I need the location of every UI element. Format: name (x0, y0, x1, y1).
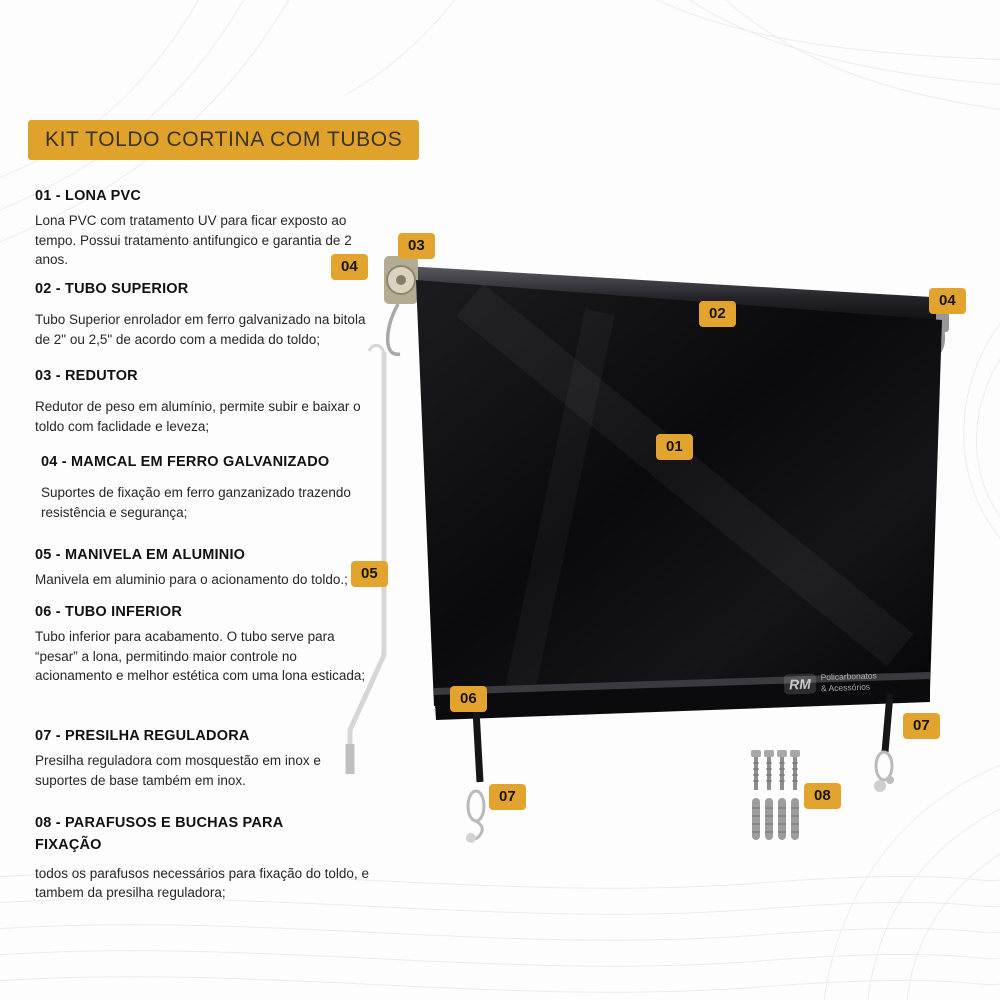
callout-badge-05: 05 (351, 561, 388, 587)
spec-01-lona-pvc: 01 - LONA PVC Lona PVC com tratamento UV… (35, 188, 380, 270)
spec-07-presilha: 07 - PRESILHA REGULADORA Presilha regula… (35, 728, 380, 790)
spec-05-body: Manivela em aluminio para o acionamento … (35, 572, 348, 587)
callout-badge-02: 02 (699, 301, 736, 327)
callout-badge-03: 03 (398, 233, 435, 259)
spec-06-heading: 06 - TUBO INFERIOR (35, 604, 182, 620)
roller-cap-reducer (384, 256, 418, 357)
brand-name: Policarbonatos & Acessórios (820, 670, 877, 693)
spec-02-tubo-superior: 02 - TUBO SUPERIOR Tubo Superior enrolad… (35, 281, 380, 349)
spec-04-heading: 04 - MAMCAL EM FERRO GALVANIZADO (41, 454, 330, 470)
spec-01-heading: 01 - LONA PVC (35, 188, 141, 204)
bottom-tube (434, 672, 930, 720)
spec-03-heading: 03 - REDUTOR (35, 368, 138, 384)
spec-05-heading: 05 - MANIVELA EM ALUMINIO (35, 547, 246, 563)
crank-rod (345, 343, 387, 774)
callout-badge-04-right: 04 (929, 288, 966, 314)
spec-08-heading: 08 - PARAFUSOS E BUCHAS PARA FIXAÇÃO (35, 815, 283, 853)
callout-badge-08: 08 (804, 783, 841, 809)
spec-02-body: Tubo Superior enrolador em ferro galvani… (35, 312, 366, 347)
spec-04-body: Suportes de fixação em ferro ganzanizado… (41, 485, 351, 520)
page-title: KIT TOLDO CORTINA COM TUBOS (28, 120, 420, 160)
pvc-tarp (416, 280, 942, 706)
spec-08-body: todos os parafusos necessários para fixa… (35, 865, 369, 901)
spec-07-heading: 07 - PRESILHA REGULADORA (35, 728, 250, 744)
right-presilha-hook (874, 693, 894, 792)
spec-06-tubo-inferior: 06 - TUBO INFERIOR Tubo inferior para ac… (35, 604, 380, 686)
callout-badge-07-right: 07 (903, 713, 940, 739)
brand-watermark: RM Policarbonatos & Acessórios (783, 670, 878, 695)
spec-04-mancal: 04 - MAMCAL EM FERRO GALVANIZADO Suporte… (35, 454, 380, 522)
spec-06-body: Tubo inferior para acabamento. O tubo se… (35, 629, 366, 684)
spec-07-body: Presilha reguladora com mosquestão em in… (35, 753, 321, 788)
spec-05-manivela: 05 - MANIVELA EM ALUMINIO Manivela em al… (35, 547, 380, 590)
callout-badge-04-left: 04 (331, 254, 368, 280)
left-presilha-hook (466, 709, 486, 843)
spec-01-body: Lona PVC com tratamento UV para ficar ex… (35, 213, 352, 268)
screws-illustration (751, 750, 800, 840)
spec-08-parafusos: 08 - PARAFUSOS E BUCHAS PARA FIXAÇÃO tod… (35, 813, 380, 903)
spec-03-body: Redutor de peso em alumínio, permite sub… (35, 399, 361, 434)
spec-03-redutor: 03 - REDUTOR Redutor de peso em alumínio… (35, 368, 380, 436)
brand-logo: RM (783, 673, 817, 695)
callout-badge-07-bottom: 07 (489, 784, 526, 810)
callout-badge-01: 01 (656, 434, 693, 460)
spec-02-heading: 02 - TUBO SUPERIOR (35, 281, 189, 297)
callout-badge-06: 06 (450, 686, 487, 712)
